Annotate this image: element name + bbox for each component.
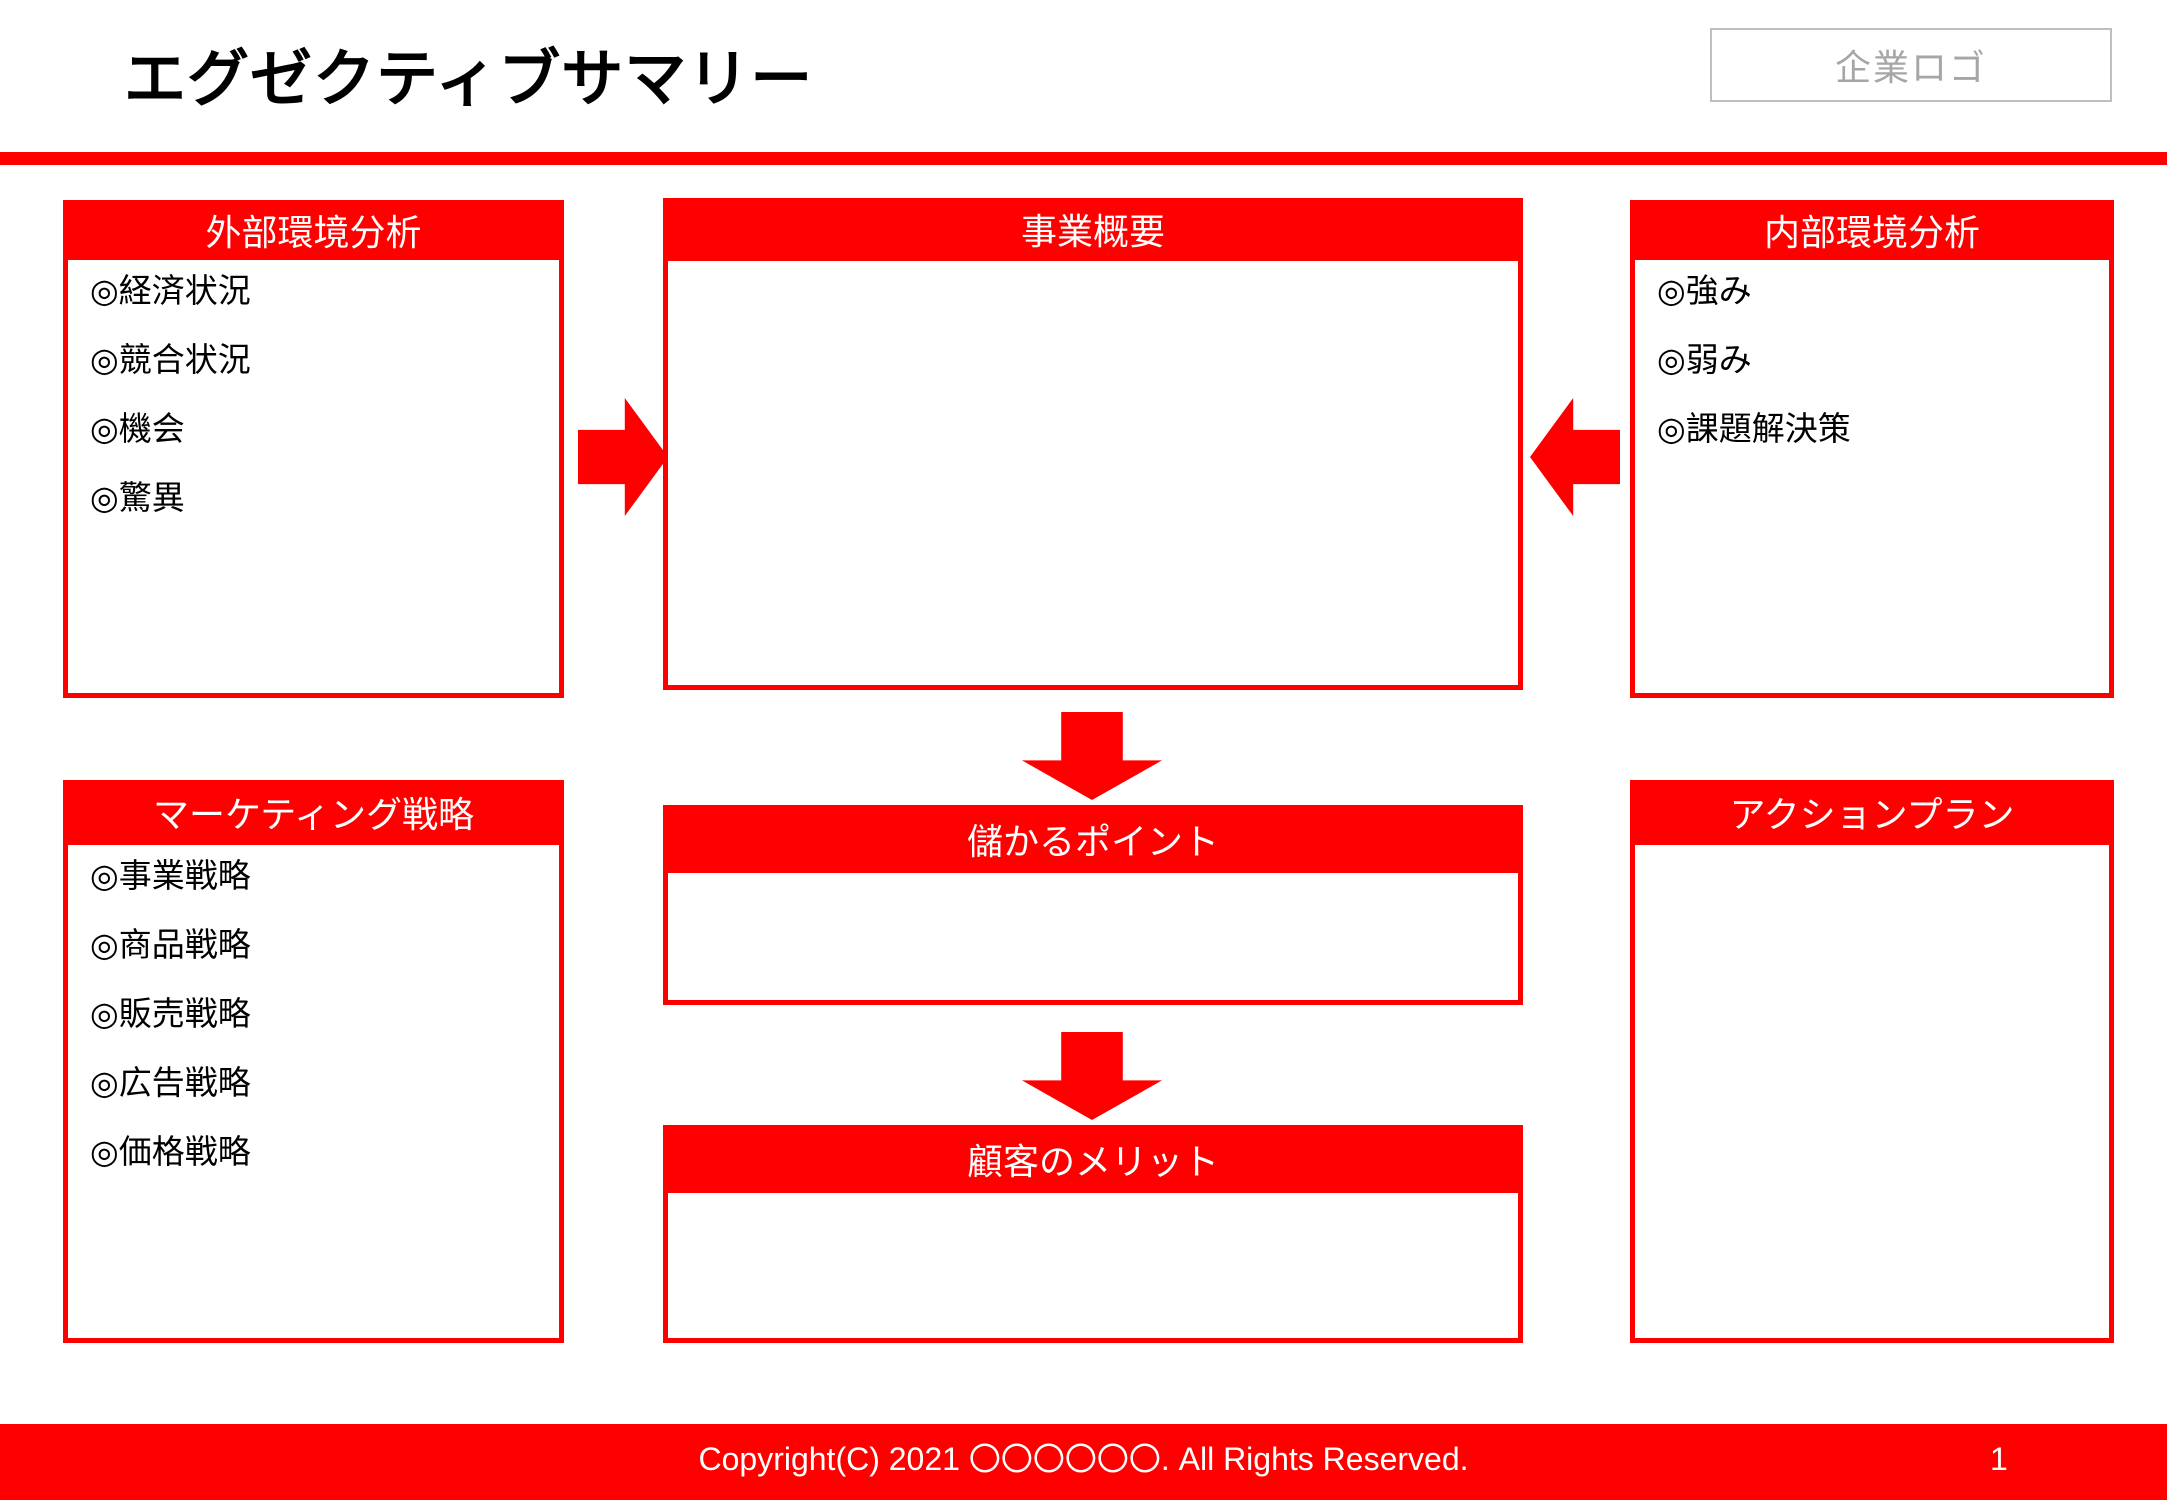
arrow-right-icon [578,398,668,516]
page-title: エグゼクティブサマリー [124,45,814,114]
panel-marketing-strategy-body: ◎事業戦略 ◎商品戦略 ◎販売戦略 ◎広告戦略 ◎価格戦略 [68,845,559,1214]
panel-external-analysis-body: ◎経済状況 ◎競合状況 ◎機会 ◎驚異 [68,260,559,560]
list-item: ◎課題解決策 [1657,410,1851,447]
list-item: ◎競合状況 [90,341,251,378]
list-item: ◎経済状況 [90,272,251,309]
panel-profit-point-body [668,873,1518,897]
panel-external-analysis[interactable]: 外部環境分析 ◎経済状況 ◎競合状況 ◎機会 ◎驚異 [63,200,564,698]
arrow-down-icon [1022,1032,1162,1120]
panel-business-overview-body [668,261,1518,285]
list-item: ◎価格戦略 [90,1133,251,1170]
panel-profit-point[interactable]: 儲かるポイント [663,805,1523,1005]
footer-bar [0,1424,2167,1500]
list-item: ◎販売戦略 [90,995,251,1032]
panel-action-plan-title: アクションプラン [1635,785,2109,845]
list-item: ◎弱み [1657,341,1752,378]
panel-business-overview-title: 事業概要 [668,203,1518,261]
list-item: ◎強み [1657,272,1752,309]
header-divider [0,152,2167,165]
arrow-down-icon [1022,712,1162,800]
panel-action-plan[interactable]: アクションプラン [1630,780,2114,1343]
arrow-left-icon [1530,398,1620,516]
panel-marketing-strategy-title: マーケティング戦略 [68,785,559,845]
panel-internal-analysis[interactable]: 内部環境分析 ◎強み ◎弱み ◎課題解決策 [1630,200,2114,698]
list-item: ◎機会 [90,410,185,447]
panel-internal-analysis-title: 内部環境分析 [1635,205,2109,260]
list-item: ◎広告戦略 [90,1064,251,1101]
list-item: ◎驚異 [90,479,185,516]
panel-customer-benefit-body [668,1193,1518,1217]
panel-marketing-strategy[interactable]: マーケティング戦略 ◎事業戦略 ◎商品戦略 ◎販売戦略 ◎広告戦略 ◎価格戦略 [63,780,564,1343]
company-logo-placeholder[interactable]: 企業ロゴ [1710,28,2112,102]
panel-internal-analysis-body: ◎強み ◎弱み ◎課題解決策 [1635,260,2109,491]
list-item: ◎商品戦略 [90,926,251,963]
panel-profit-point-title: 儲かるポイント [668,810,1518,873]
page-number: 1 [1990,1441,2008,1477]
panel-external-analysis-title: 外部環境分析 [68,205,559,260]
footer-copyright: Copyright(C) 2021 〇〇〇〇〇〇. All Rights Res… [698,1441,1469,1477]
panel-customer-benefit[interactable]: 顧客のメリット [663,1125,1523,1343]
list-item: ◎事業戦略 [90,857,251,894]
panel-action-plan-body [1635,845,2109,869]
panel-business-overview[interactable]: 事業概要 [663,198,1523,690]
company-logo-label: 企業ロゴ [1834,47,1987,88]
panel-customer-benefit-title: 顧客のメリット [668,1130,1518,1193]
